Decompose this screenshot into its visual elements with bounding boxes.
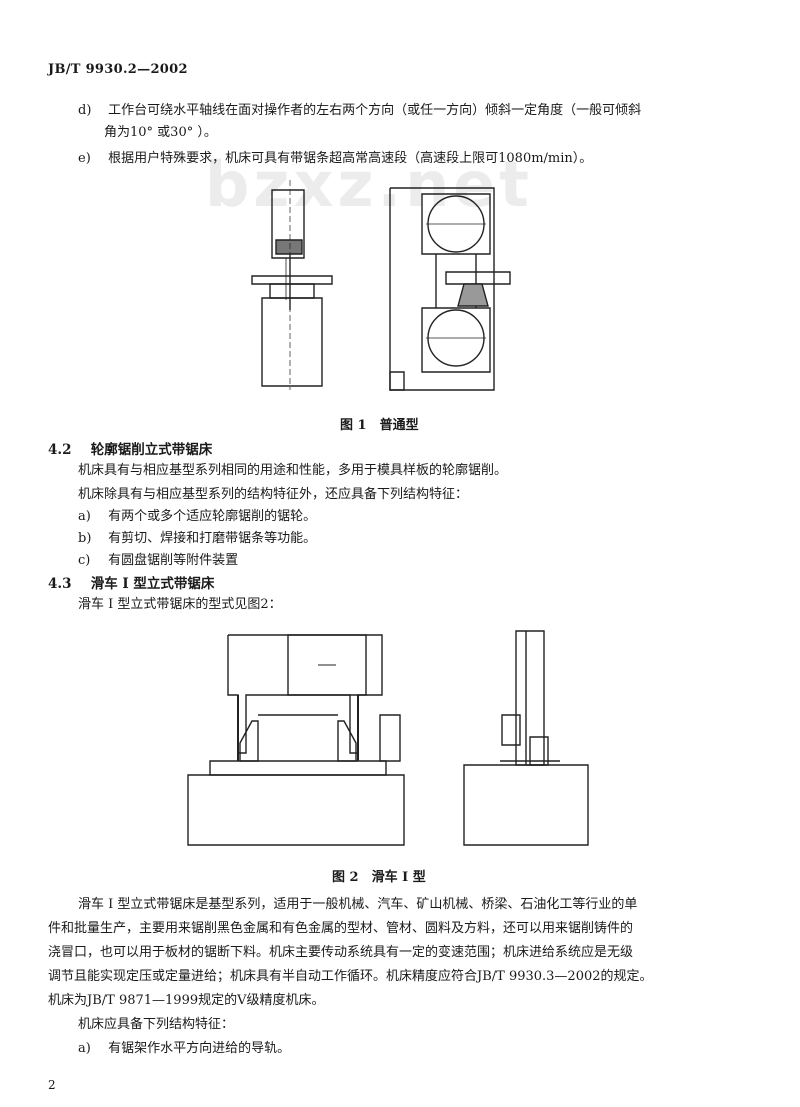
fig1-upper-housing — [422, 194, 490, 254]
list-item-d-continued: 角为10° 或30° ）。 — [104, 125, 217, 140]
item-label: a) — [78, 1041, 91, 1056]
section-4-2-paragraph-1: 机床具有与相应基型系列相同的用途和性能，多用于模具样板的轮廓锯削。 — [78, 463, 508, 478]
section-number: 4.2 — [48, 442, 72, 458]
structure-intro: 机床应具备下列结构特征： — [78, 1017, 235, 1032]
figure-1-caption: 图 1 普通型 — [340, 418, 419, 433]
body-paragraph-line-1: 滑车 I 型立式带锯床是基型系列，适用于一般机械、汽车、矿山机械、桥梁、石油化工… — [78, 897, 638, 912]
figure-2-caption: 图 2 滑车 I 型 — [332, 870, 426, 885]
section-4-2-item-a: a) 有两个或多个适应轮廓锯削的锯轮。 — [78, 506, 316, 528]
fig2-bed — [188, 775, 404, 845]
fig2-vise-left — [240, 721, 258, 761]
fig2-side-box — [530, 737, 548, 765]
fig1-saw-head — [272, 190, 304, 258]
item-text: 根据用户特殊要求，机床可具有带锯条超高常高速段（高速段上限可1080m/min）… — [108, 151, 593, 166]
section-title: 轮廓锯削立式带锯床 — [90, 442, 213, 458]
section-4-3-intro: 滑车 I 型立式带锯床的型式见图2： — [78, 597, 282, 612]
fig1-lower-housing — [422, 308, 490, 372]
fig2-side-box — [380, 715, 400, 761]
section-4-2-item-b: b) 有剪切、焊接和打磨带锯条等功能。 — [78, 528, 316, 550]
fig2-side-bed — [464, 765, 588, 845]
fig1-table-support — [270, 284, 314, 298]
body-paragraph-line-2: 件和批量生产，主要用来锯削黑色金属和有色金属的型材、管材、圆料及方料，还可以用来… — [48, 921, 634, 936]
fig2-arm-head — [288, 635, 382, 695]
section-4-2-paragraph-2: 机床除具有与相应基型系列的结构特征外，还应具备下列结构特征： — [78, 487, 469, 502]
fig2-top-arm — [228, 635, 366, 753]
item-text: 有两个或多个适应轮廓锯削的锯轮。 — [108, 509, 317, 524]
section-4-2-heading: 4.2 轮廓锯削立式带锯床 — [48, 438, 212, 458]
fig1-right-table — [446, 272, 510, 284]
item-label: d) — [78, 103, 92, 118]
item-label: b) — [78, 531, 92, 546]
item-text-line-1: 工作台可绕水平轴线在面对操作者的左右两个方向（或任一方向）倾斜一定角度（一般可倾… — [108, 103, 642, 118]
figure-2-drawing — [180, 625, 600, 850]
fig2-vise-right — [338, 721, 356, 761]
page-number: 2 — [48, 1078, 56, 1092]
bottom-item-a: a) 有锯架作水平方向进给的导轨。 — [78, 1038, 290, 1060]
item-text: 有锯架作水平方向进给的导轨。 — [108, 1041, 291, 1056]
fig1-right-table-support — [458, 284, 488, 306]
body-paragraph-line-5: 机床为JB/T 9871—1999规定的V级精度机床。 — [48, 993, 325, 1008]
standard-code-header: JB/T 9930.2—2002 — [48, 62, 188, 77]
watermark-text: bzxz.net — [205, 148, 533, 221]
item-text: 有圆盘锯削等附件装置 — [108, 553, 239, 568]
section-title: 滑车 I 型立式带锯床 — [90, 576, 215, 592]
body-paragraph-line-4: 调节且能实现定压或定量进给；机床具有半自动工作循环。机床精度应符合JB/T 99… — [48, 969, 653, 984]
fig1-base — [262, 298, 322, 386]
item-text: 有剪切、焊接和打磨带锯条等功能。 — [108, 531, 317, 546]
fig1-frame — [390, 188, 494, 390]
list-item-e: e) 根据用户特殊要求，机床可具有带锯条超高常高速段（高速段上限可1080m/m… — [78, 148, 592, 170]
fig1-table-top — [252, 276, 332, 284]
fig2-side-motor — [502, 715, 520, 745]
section-number: 4.3 — [48, 576, 72, 592]
section-4-2-item-c: c) 有圆盘锯削等附件装置 — [78, 550, 238, 572]
item-label: e) — [78, 151, 91, 166]
list-item-d: d) 工作台可绕水平轴线在面对操作者的左右两个方向（或任一方向）倾斜一定角度（一… — [78, 100, 641, 122]
fig1-saw-head-lower — [276, 240, 302, 254]
item-label: c) — [78, 553, 91, 568]
section-4-3-heading: 4.3 滑车 I 型立式带锯床 — [48, 572, 214, 592]
item-label: a) — [78, 509, 91, 524]
fig2-bed-top — [210, 761, 386, 775]
body-paragraph-line-3: 浇冒口，也可以用于板材的锯断下料。机床主要传动系统具有一定的变速范围；机床进给系… — [48, 945, 634, 960]
figure-1-drawing — [250, 180, 520, 400]
fig1-foot — [390, 372, 404, 390]
